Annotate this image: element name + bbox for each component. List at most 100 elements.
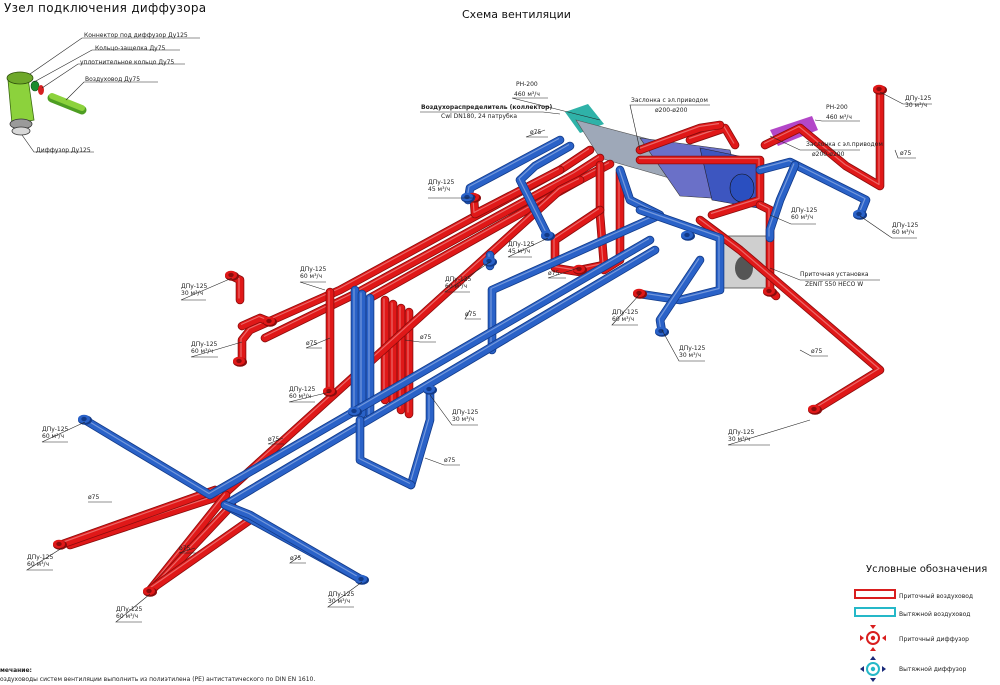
diffuser-opening — [426, 386, 432, 392]
exhaust-duct — [356, 416, 415, 489]
legend-exhaust-diffuser-label: Вытяжной диффузор — [899, 666, 967, 673]
leader-line — [420, 111, 561, 115]
diffuser-callout: Диффузор Ду125 — [36, 147, 91, 154]
leader-line — [814, 119, 860, 122]
supply-duct-shine — [639, 157, 760, 215]
leader-line — [299, 281, 326, 291]
arrow-icon — [882, 635, 886, 641]
legend-exhaust-diffuser-icon — [866, 662, 880, 676]
exhaust-duct-shine — [358, 418, 411, 485]
pipe-size-label: ø75 — [548, 270, 560, 277]
leader-line — [444, 261, 491, 293]
pipe-size-label: ø75 — [268, 436, 280, 443]
diffuser-opening — [358, 576, 364, 582]
legend-supply-diffuser-icon-center — [870, 635, 876, 641]
supply-duct-shine — [263, 155, 600, 338]
pipe-size-label: ø75 — [420, 334, 432, 341]
leader-line — [727, 419, 811, 446]
exhaust-duct — [516, 142, 574, 240]
leader-line — [629, 104, 710, 151]
exhaust-duct-shine — [518, 143, 570, 235]
supply-duct-shine — [472, 167, 560, 214]
leader-line — [29, 37, 200, 75]
diffuser-opening — [636, 290, 642, 296]
leader-line — [65, 81, 158, 101]
node-connector-top — [6, 71, 34, 85]
diffuser-opening — [351, 408, 357, 414]
leader-line — [115, 593, 151, 623]
supply-duct-shine — [240, 148, 590, 359]
leader-line — [894, 149, 916, 159]
supply-duct-shine — [58, 487, 215, 545]
rn-right-label: РН-200 — [826, 104, 848, 111]
arrow-icon — [860, 666, 864, 672]
arrow-icon — [870, 678, 876, 682]
exhaust-duct-shine — [658, 258, 700, 331]
ring-latch-callout: Кольцо-защелка Ду75 — [95, 45, 166, 52]
exhaust-duct-shine — [768, 163, 795, 237]
leader-line — [41, 421, 86, 443]
pipe-size-label: ø75 — [900, 150, 912, 157]
diffuser-opening — [876, 86, 882, 92]
pipe-size-label: ø75 — [444, 457, 456, 464]
arrow-icon — [870, 656, 876, 660]
node-diffuser-grille — [11, 126, 31, 136]
diffuser-opening — [658, 328, 664, 334]
rn-left-flow: 460 м³/ч — [514, 91, 540, 98]
pipe-size-label: ø75 — [88, 494, 100, 501]
node-ring-latch — [30, 80, 40, 92]
supply-duct — [261, 154, 604, 342]
legend-exhaust-duct-label: Вытяжной воздуховод — [899, 611, 971, 618]
supply-duct — [636, 121, 724, 154]
exhaust-duct — [636, 206, 724, 304]
leader-line — [879, 91, 932, 105]
diffuser-opening — [266, 318, 272, 324]
unit-model: ZENIT 550 HECO W — [805, 281, 864, 288]
legend-supply-duct-icon — [854, 589, 896, 599]
node-title: Узел подключения диффузора — [4, 1, 207, 15]
note-text: оздуховоды систем вентиляции выполнить и… — [0, 676, 316, 683]
leader-line — [525, 129, 548, 138]
leader-line — [429, 394, 478, 426]
leader-line — [288, 391, 331, 403]
pipe-size-label: ø75 — [530, 129, 542, 136]
unit-label: Приточная установка — [800, 271, 869, 278]
supply-duct — [66, 176, 584, 549]
arrow-icon — [870, 625, 876, 629]
leader-line — [424, 457, 460, 466]
legend-supply-diffuser-icon — [866, 631, 880, 645]
pipe-size-label: ø75 — [811, 348, 823, 355]
legend-supply-duct-label: Приточный воздуховод — [899, 593, 974, 600]
pipe-size-label: ø75 — [306, 340, 318, 347]
supply-duct — [470, 166, 564, 218]
leader-line — [769, 214, 816, 225]
exhaust-duct-shine — [409, 388, 430, 484]
supply-duct — [636, 156, 764, 219]
leader-line — [859, 215, 917, 239]
duct-callout: Воздуховод Ду75 — [85, 76, 141, 83]
arrow-icon — [882, 666, 886, 672]
diffuser-opening — [544, 232, 550, 238]
rn-left-label: РН-200 — [516, 81, 538, 88]
legend-supply-diffuser-label: Приточный диффузор — [899, 636, 969, 643]
leader-line — [511, 97, 601, 121]
leader-line — [267, 437, 284, 445]
leader-line — [180, 277, 233, 301]
leader-line — [289, 555, 306, 564]
damper-top-size: ø200-ø200 — [655, 107, 688, 114]
exhaust-duct-shine — [638, 207, 720, 300]
supply-duct — [551, 206, 604, 276]
